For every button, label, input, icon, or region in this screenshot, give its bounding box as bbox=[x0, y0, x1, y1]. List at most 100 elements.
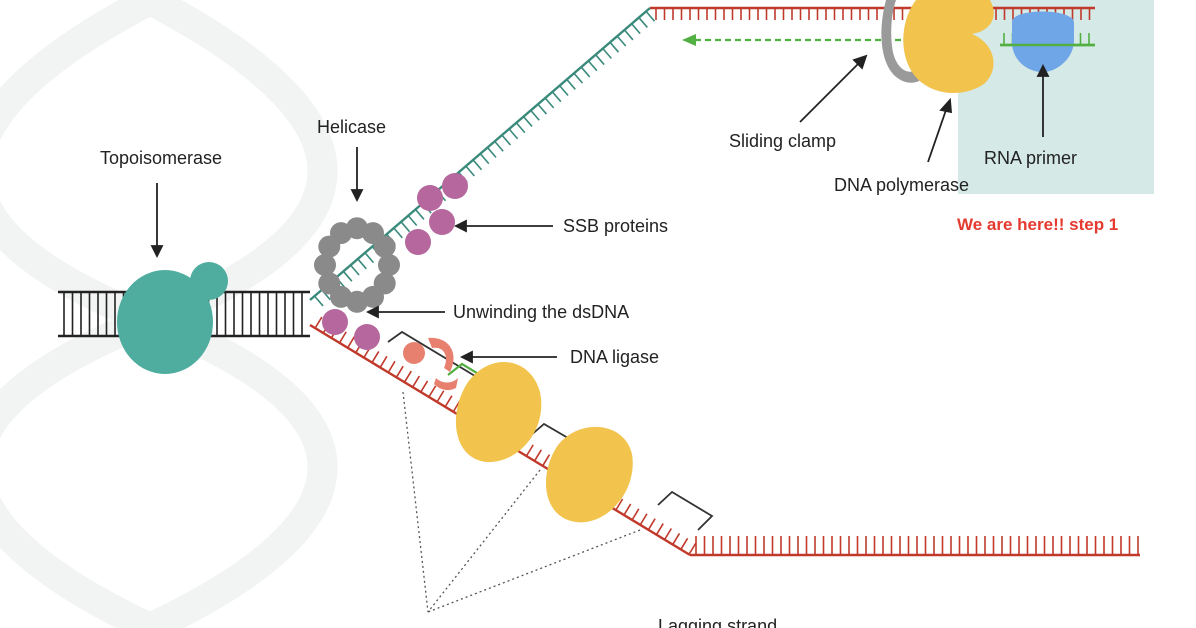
lagging-template-rung bbox=[403, 370, 412, 383]
leading-template-rung bbox=[522, 116, 533, 127]
leading-template-rung bbox=[414, 208, 425, 220]
ssb-protein-icons bbox=[322, 173, 468, 350]
leading-template-rung bbox=[357, 258, 367, 270]
sliding-clamp-icon bbox=[881, 0, 924, 83]
leading-template-rung bbox=[479, 153, 490, 165]
lagging-template-rung bbox=[444, 395, 453, 408]
leading-template-rung bbox=[616, 35, 627, 47]
topoisomerase-label: Topoisomerase bbox=[100, 148, 222, 168]
leading-template-rung bbox=[501, 134, 512, 146]
helicase-subunit bbox=[318, 272, 341, 295]
unwinding-label: Unwinding the dsDNA bbox=[453, 302, 629, 322]
lagging-template-rung bbox=[428, 385, 437, 398]
leading-template-backbone bbox=[309, 7, 651, 301]
ssb-pointer-head bbox=[453, 219, 467, 233]
lagging-pointer-3 bbox=[427, 529, 641, 613]
leading-template-rung bbox=[573, 72, 584, 84]
topoisomerase-pointer-head bbox=[150, 245, 164, 259]
sliding-clamp-label: Sliding clamp bbox=[729, 131, 836, 151]
rna-primer-pointer-head bbox=[1036, 63, 1050, 77]
lagging-template-rung bbox=[436, 390, 445, 403]
lagging-template-rung bbox=[533, 449, 542, 462]
lagging-template-rung bbox=[411, 375, 421, 388]
leading-template-rung bbox=[580, 66, 591, 78]
polymerase-pointer-head bbox=[939, 97, 952, 114]
leading-template-rung bbox=[515, 122, 526, 134]
step-note: We are here!! step 1 bbox=[957, 215, 1118, 234]
helicase-subunit bbox=[373, 235, 396, 258]
leading-template-rung bbox=[508, 128, 519, 140]
lagging-template-rung bbox=[615, 498, 624, 511]
lagging-template-rung bbox=[338, 331, 347, 344]
lagging-template-rung bbox=[655, 523, 664, 536]
lagging-pointer-2 bbox=[427, 469, 541, 613]
lagging-template-rung bbox=[525, 444, 534, 457]
leading-template-rung bbox=[595, 54, 605, 66]
dna-ligase-label: DNA ligase bbox=[570, 347, 659, 367]
lagging-template-rung bbox=[346, 336, 356, 349]
helicase-pointer-head bbox=[350, 189, 364, 203]
lagging-template-rung bbox=[379, 355, 388, 368]
dna-polymerase-label: DNA polymerase bbox=[834, 175, 969, 195]
unwinding-pointer-head bbox=[365, 305, 379, 319]
lagging-template-rung bbox=[639, 513, 648, 526]
leading-template-rung bbox=[349, 264, 360, 276]
rna-primer-icon bbox=[1012, 11, 1074, 73]
leading-template-rung bbox=[631, 23, 641, 35]
leading-template-rung bbox=[313, 295, 324, 307]
dna-ligase-icon bbox=[403, 337, 458, 391]
leading-template-rung bbox=[609, 41, 620, 53]
lagging-template-rung bbox=[420, 380, 429, 393]
leading-dna-polymerase-icon bbox=[903, 0, 994, 94]
ssb-proteins-label: SSB proteins bbox=[563, 216, 668, 236]
leading-template-rung bbox=[494, 140, 504, 152]
leading-template-rung bbox=[465, 165, 475, 177]
lagging-template-rung bbox=[314, 316, 323, 329]
lagging-template-rung bbox=[623, 503, 632, 516]
lagging-template-rung bbox=[371, 351, 380, 363]
helicase-icon bbox=[314, 217, 400, 313]
leading-template-rung bbox=[364, 252, 375, 264]
leading-template-rung bbox=[472, 159, 483, 171]
topoisomerase-icon bbox=[117, 262, 228, 374]
leading-synthesis-arrowhead bbox=[682, 34, 696, 46]
sliding-clamp-pointer bbox=[799, 63, 859, 123]
leading-template-rung bbox=[393, 227, 403, 239]
lagging-template-rung bbox=[395, 365, 404, 378]
leading-template-rung bbox=[342, 270, 353, 282]
lagging-template-rung bbox=[631, 508, 640, 521]
leading-template-rung bbox=[407, 215, 418, 227]
sliding-clamp-pointer-head bbox=[852, 54, 868, 70]
leading-template-rung bbox=[602, 47, 612, 59]
leading-template-rung bbox=[544, 97, 555, 109]
leading-template-rung bbox=[638, 17, 648, 28]
lagging-template-rung bbox=[672, 533, 681, 545]
helicase-label: Helicase bbox=[317, 117, 386, 137]
leading-template-rung bbox=[551, 91, 562, 103]
lagging-template-rung bbox=[542, 454, 551, 467]
leading-template-rung bbox=[537, 103, 548, 115]
leading-template-rung bbox=[558, 85, 569, 97]
ligase-pointer-head bbox=[459, 350, 473, 364]
helicase-subunit bbox=[378, 254, 400, 276]
okazaki-fragment-3 bbox=[657, 490, 714, 531]
lagging-template-rung bbox=[663, 528, 673, 541]
lagging-template-rung bbox=[387, 360, 396, 373]
lagging-template-rung bbox=[688, 542, 697, 555]
lagging-pointer-1 bbox=[402, 391, 429, 613]
leading-template-rung bbox=[623, 29, 634, 41]
lagging-template-rung bbox=[680, 537, 689, 550]
leading-template-rung bbox=[530, 109, 540, 121]
leading-template-rung bbox=[587, 60, 598, 72]
leading-template-rung bbox=[645, 10, 656, 22]
helicase-subunit bbox=[314, 254, 336, 276]
polymerase-pointer bbox=[927, 109, 947, 163]
lagging-template-rung bbox=[647, 518, 656, 531]
leading-template-rung bbox=[486, 147, 497, 158]
lagging-dna-polymerase-icons bbox=[455, 361, 633, 523]
rna-primer-label: RNA primer bbox=[984, 148, 1077, 168]
lagging-strand-label: Lagging strand bbox=[658, 616, 777, 628]
leading-template-rung bbox=[400, 221, 411, 233]
